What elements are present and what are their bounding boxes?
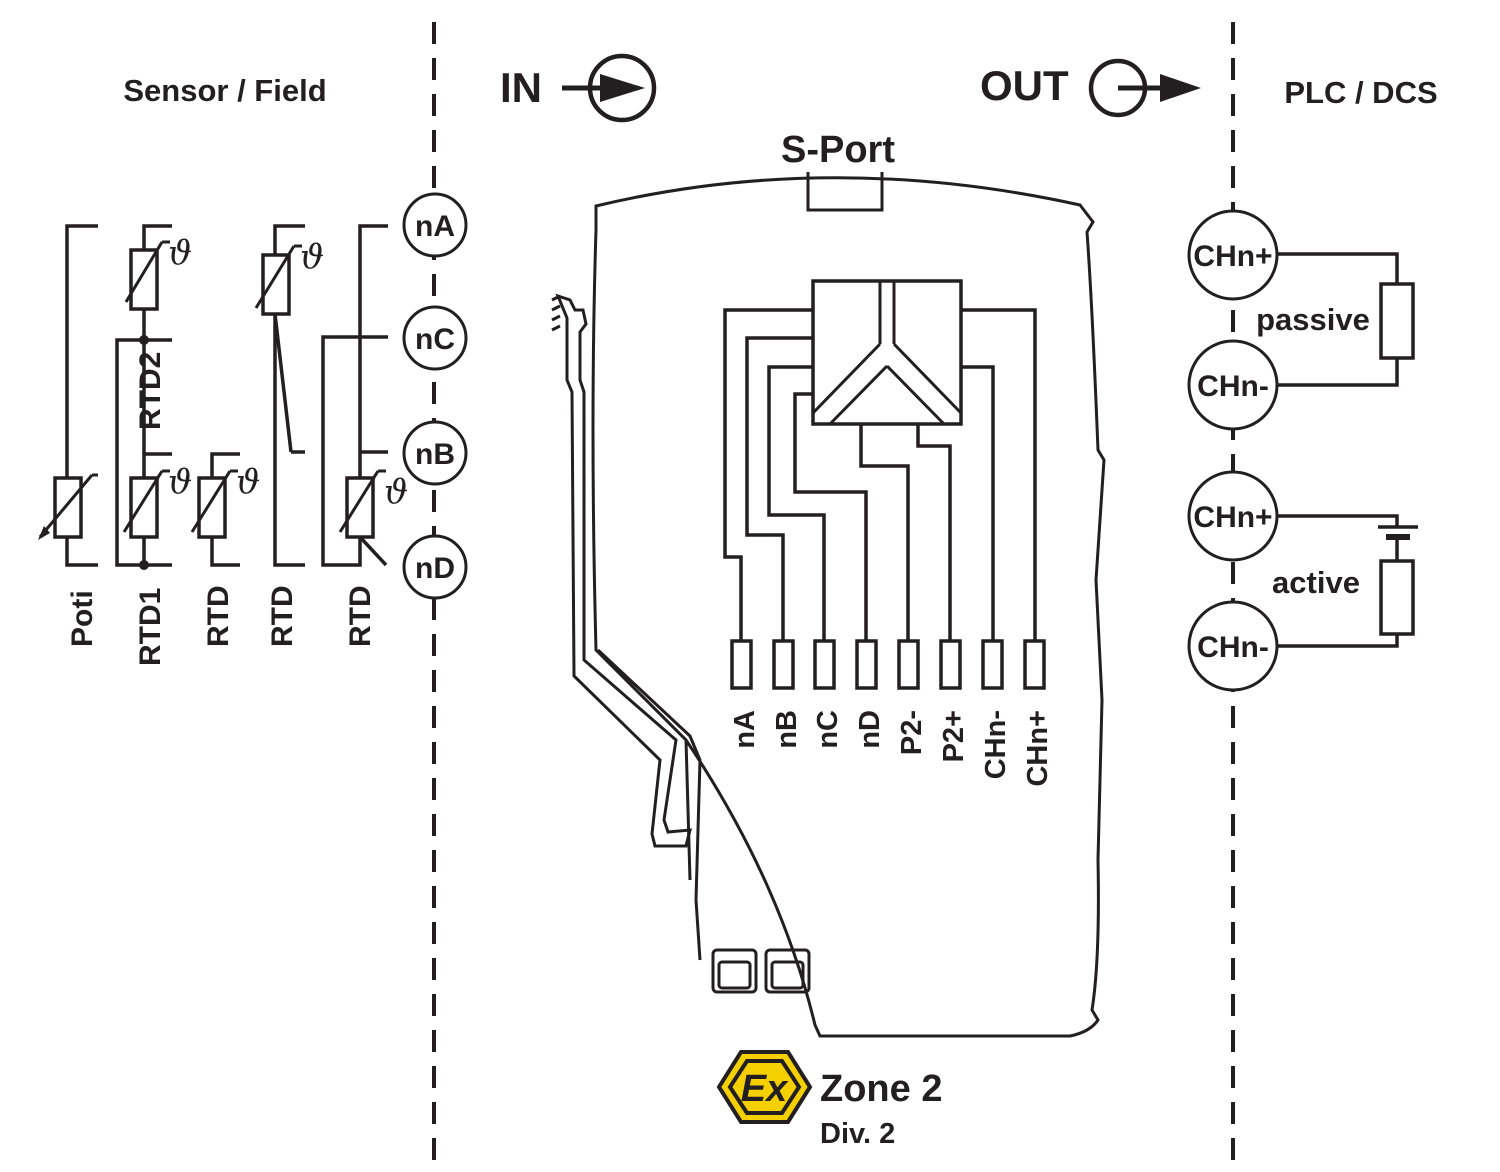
device-housing xyxy=(551,172,1106,1038)
input-terminal-nb: nB xyxy=(402,420,468,486)
input-terminal-na: nA xyxy=(402,192,468,258)
svg-text:nC: nC xyxy=(415,323,455,356)
output-terminal-chn-plus: CHn+ xyxy=(1187,470,1279,562)
device-pin-p2-plus xyxy=(939,639,962,690)
label-rtd2: RTD2 xyxy=(134,352,167,430)
label-rtd1: RTD1 xyxy=(134,588,167,666)
label-rtd: RTD xyxy=(266,585,299,647)
output-active-circuit xyxy=(1264,514,1418,648)
output-terminal-chn-minus: CHn- xyxy=(1187,339,1279,431)
svg-text:nD: nD xyxy=(415,552,455,585)
svg-text:CHn+: CHn+ xyxy=(1193,240,1272,273)
device-pin-nd xyxy=(855,639,878,690)
input-terminal-nc: nC xyxy=(402,305,468,371)
device-pin-label: P2+ xyxy=(938,710,970,762)
theta-symbol: ϑ xyxy=(236,462,260,502)
device-pin-chn-minus xyxy=(981,639,1004,690)
device-pin-na xyxy=(730,639,753,690)
device-pin-chn-plus xyxy=(1023,639,1046,690)
label-active: active xyxy=(1272,565,1360,600)
theta-symbol: ϑ xyxy=(300,237,324,277)
device-pin-label: nC xyxy=(812,710,844,749)
sensor-poti xyxy=(38,224,98,567)
device-pin-nb xyxy=(772,639,795,690)
label-passive: passive xyxy=(1256,302,1370,337)
header-s-port: S-Port xyxy=(781,129,895,171)
internal-wiring xyxy=(723,308,1037,641)
svg-text:nB: nB xyxy=(415,438,455,471)
svg-text:CHn+: CHn+ xyxy=(1193,501,1272,534)
svg-text:CHn-: CHn- xyxy=(1197,631,1269,664)
theta-symbol: ϑ xyxy=(384,472,408,512)
output-arrow-icon xyxy=(1088,58,1201,118)
label-rtd: RTD xyxy=(344,585,377,647)
header-out: OUT xyxy=(980,62,1069,109)
svg-text:CHn-: CHn- xyxy=(1197,370,1269,403)
output-terminal-chn-plus: CHn+ xyxy=(1187,209,1279,301)
device-pin-label: nD xyxy=(854,710,886,749)
device-pin-label: P2- xyxy=(896,710,928,755)
output-terminal-chn-minus: CHn- xyxy=(1187,600,1279,692)
theta-symbol: ϑ xyxy=(168,233,192,273)
sensor-rtd2-rtd1 xyxy=(115,224,172,570)
output-passive-circuit xyxy=(1264,252,1415,387)
device-pin-label: CHn- xyxy=(980,710,1012,779)
device-pin-label: nB xyxy=(771,710,803,749)
input-arrow-icon xyxy=(562,53,657,123)
sensor-rtd-2wire xyxy=(190,452,240,567)
header-sensor-field: Sensor / Field xyxy=(123,73,326,108)
header-in: IN xyxy=(500,64,542,111)
sensor-rtd-3wire xyxy=(254,224,305,567)
svg-text:nA: nA xyxy=(415,210,455,243)
isolation-block xyxy=(811,279,963,426)
zone-title: Zone 2 xyxy=(820,1068,942,1110)
label-rtd: RTD xyxy=(202,585,235,647)
device-pin-nc xyxy=(813,639,836,690)
theta-symbol: ϑ xyxy=(168,462,192,502)
sensor-rtd-4wire xyxy=(321,224,388,567)
header-plc-dcs: PLC / DCS xyxy=(1284,75,1437,110)
label-poti: Poti xyxy=(66,590,99,647)
ex-hazard-icon: Ex xyxy=(716,1050,813,1124)
device-pin-label: nA xyxy=(729,710,761,749)
device-pin-p2-minus xyxy=(897,639,920,690)
device-pin-label: CHn+ xyxy=(1022,710,1054,787)
zone-subtitle: Div. 2 xyxy=(820,1118,895,1150)
input-terminal-nd: nD xyxy=(402,534,468,600)
svg-text:Ex: Ex xyxy=(741,1068,789,1110)
